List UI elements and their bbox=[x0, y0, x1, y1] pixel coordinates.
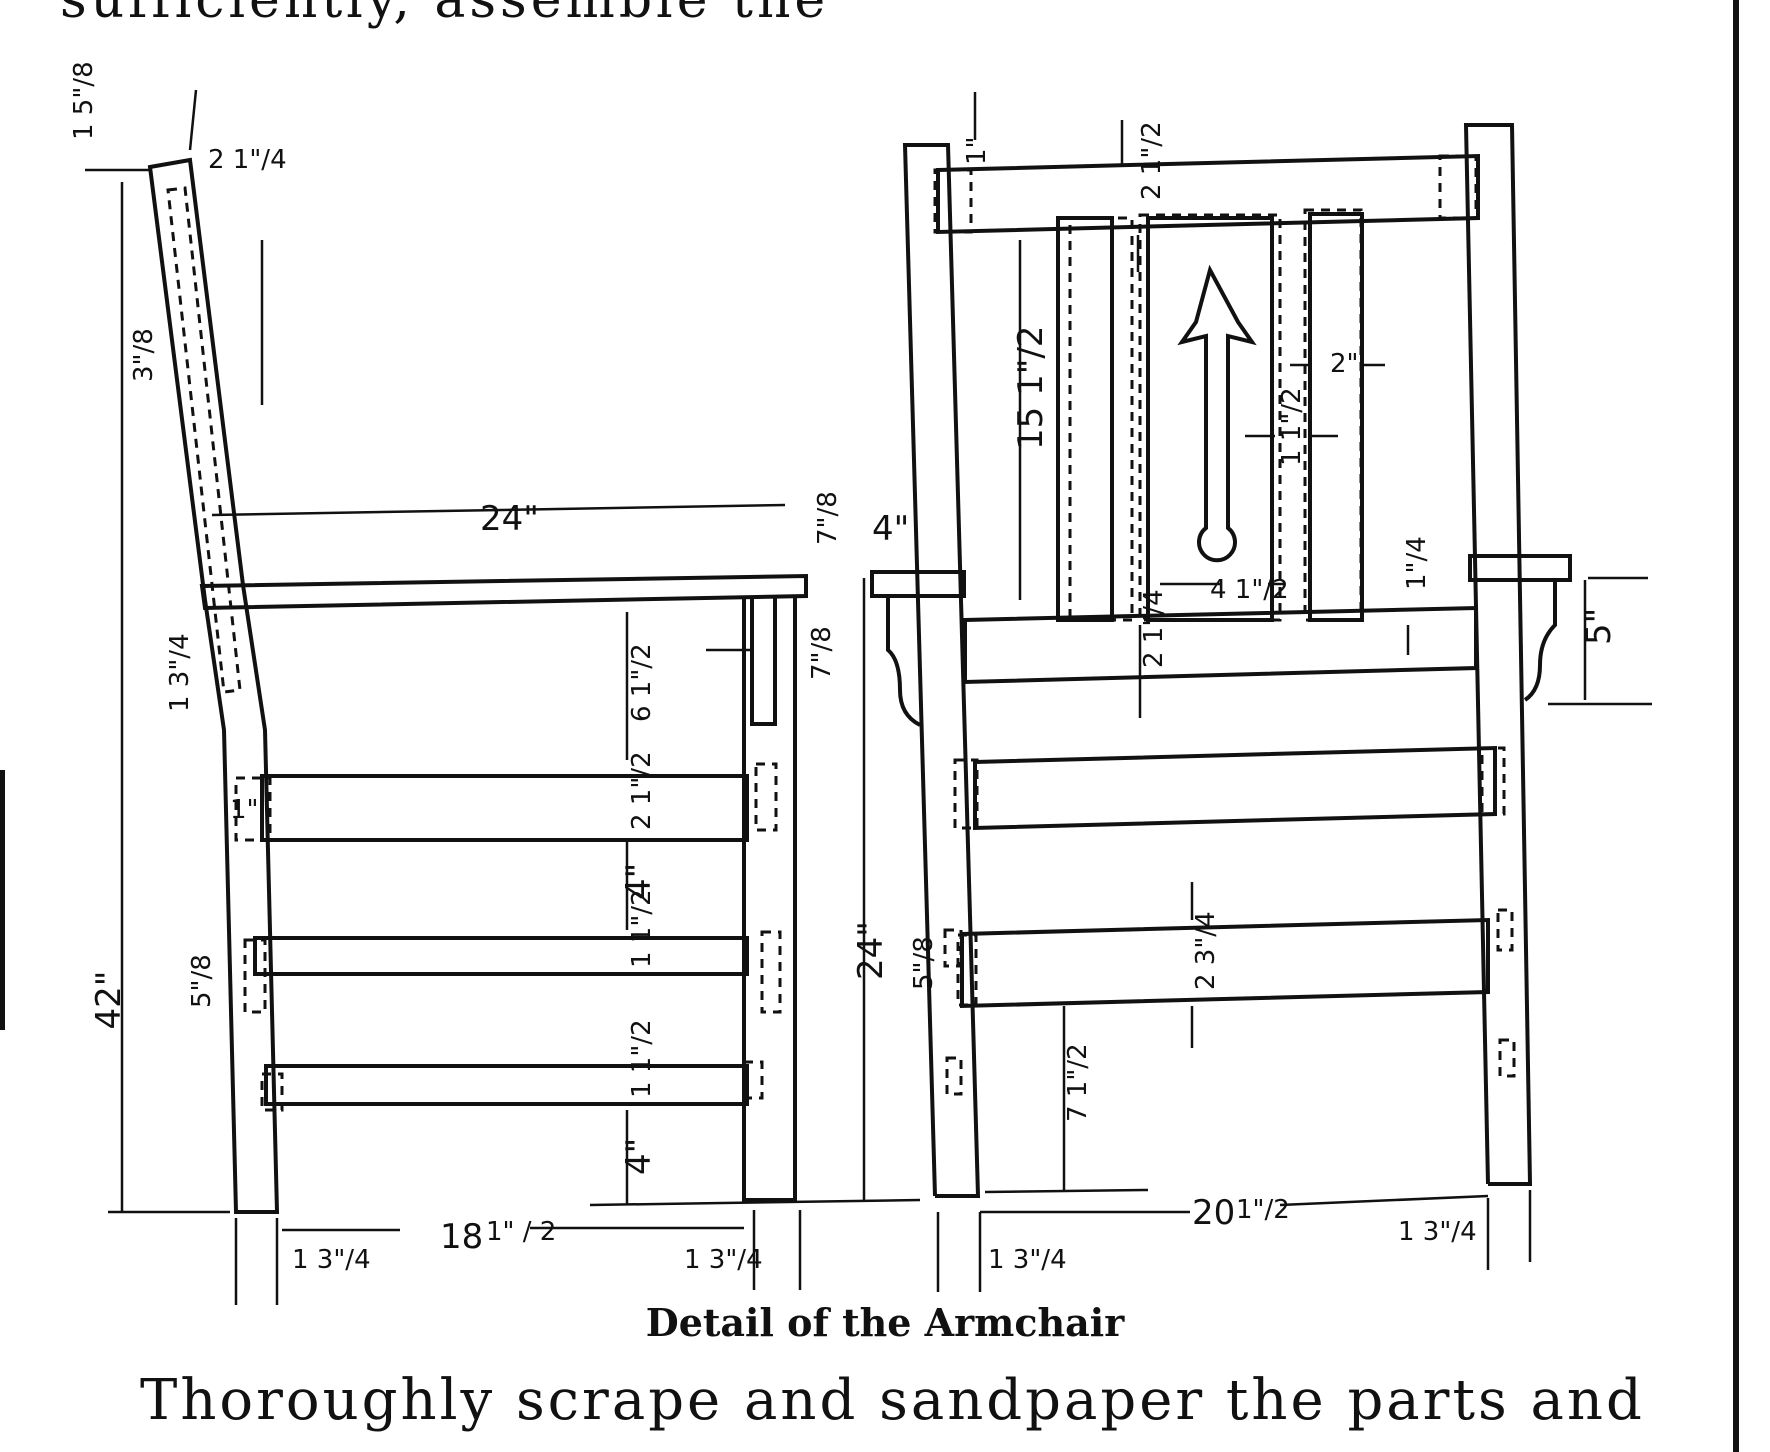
label-side-arm-thickness: 7"/8 bbox=[813, 491, 843, 545]
label-front-top-rail: 2 1"/2 bbox=[1137, 121, 1167, 200]
label-front-leg-left: 1 3"/4 bbox=[988, 1245, 1067, 1275]
tenon-lower-left bbox=[260, 1072, 284, 1112]
front-post-mortise-right bbox=[1498, 1038, 1516, 1078]
front-rail-middle-tenon-left bbox=[953, 758, 979, 830]
label-front-slat-gap: 1"/4 bbox=[1402, 536, 1432, 590]
label-side-arm-tenon: 7"/8 bbox=[807, 626, 837, 680]
label-side-top-rail: 2 1"/2 bbox=[627, 751, 657, 830]
front-top-tenon-left bbox=[933, 168, 973, 234]
label-front-width-whole: 20 bbox=[1192, 1193, 1235, 1233]
slat-1-hidden bbox=[1068, 216, 1134, 622]
label-side-tenon: 1" bbox=[230, 795, 259, 825]
front-arm-left bbox=[870, 570, 966, 598]
label-side-front-leg-left: 1 3"/4 bbox=[292, 1245, 371, 1275]
front-seat-rail bbox=[963, 605, 1478, 685]
label-side-rail-mid: 1 1"/2 bbox=[627, 889, 657, 968]
label-side-overall-height: 42" bbox=[89, 971, 129, 1030]
label-front-slat-spacing: 4 1"/2 bbox=[1210, 575, 1289, 605]
front-left-post bbox=[902, 143, 981, 1198]
side-rail-upper bbox=[260, 774, 749, 842]
label-side-floor-gap: 4" bbox=[619, 1138, 659, 1175]
dim-line-width-right bbox=[1279, 1194, 1489, 1207]
label-front-seat-rail: 2 1"/4 bbox=[1139, 589, 1169, 668]
label-side-back-top-width: 2 1"/4 bbox=[208, 145, 287, 175]
spade-cutout bbox=[1177, 264, 1257, 563]
front-post-mortise-left bbox=[945, 1056, 963, 1096]
front-leg bbox=[742, 598, 797, 1202]
label-side-lower-rail: 1 1"/2 bbox=[627, 1019, 657, 1098]
label-front-leg-right: 1 3"/4 bbox=[1398, 1217, 1477, 1247]
dim-line-top-offset bbox=[188, 89, 198, 151]
label-side-rail-spacing: 4" bbox=[619, 863, 659, 900]
dim-line-floor-front bbox=[984, 1188, 1149, 1194]
label-front-rail-tenon: 5"/8 bbox=[909, 936, 939, 990]
side-rail-lower bbox=[264, 1064, 749, 1106]
bracket-right bbox=[1523, 580, 1557, 702]
label-front-slat-narrow: 1 1"/2 bbox=[1277, 387, 1307, 466]
label-side-seat-depth-frac: 1" / 2 bbox=[486, 1217, 556, 1247]
label-front-top-tenon: 1" bbox=[962, 136, 992, 165]
top-text-fragment: sufficiently, assemble the bbox=[60, 0, 830, 30]
slat-3 bbox=[1308, 212, 1364, 622]
label-front-back-panel-height: 15 1"/2 bbox=[1011, 326, 1051, 450]
label-side-tenon-5-8: 5"/8 bbox=[187, 954, 217, 1008]
slat-center-hidden bbox=[1138, 213, 1282, 622]
label-front-lower-rail: 2 3"/4 bbox=[1191, 911, 1221, 990]
back-post-mortise bbox=[166, 186, 242, 694]
tenon-upper-right bbox=[754, 762, 778, 832]
tenon-middle-right bbox=[760, 930, 782, 1014]
side-arm bbox=[199, 573, 808, 611]
label-side-seat-depth-whole: 18 bbox=[440, 1217, 483, 1257]
side-view bbox=[85, 89, 921, 1305]
back-post bbox=[147, 157, 280, 1214]
front-top-tenon-right bbox=[1438, 154, 1478, 220]
label-front-seat-height: 24" bbox=[851, 921, 891, 980]
tenon-middle-left bbox=[243, 938, 267, 1014]
dim-line-24 bbox=[211, 503, 786, 517]
front-rail-lower-tenon-left bbox=[943, 928, 963, 968]
front-top-rail bbox=[936, 153, 1480, 235]
slat-3-hidden bbox=[1303, 208, 1363, 622]
front-rail-lower-tenon-left-b bbox=[956, 933, 978, 1007]
label-side-arm-to-rail: 6 1"/2 bbox=[627, 643, 657, 722]
tenon-upper-left bbox=[234, 776, 272, 842]
label-side-back-top-thickness: 1 5"/8 bbox=[69, 61, 99, 140]
dim-line-floor-side bbox=[589, 1198, 921, 1207]
label-side-front-leg-right: 1 3"/4 bbox=[684, 1245, 763, 1275]
label-front-arm-overhang: 4" bbox=[872, 509, 909, 549]
label-front-arm-bracket: 5" bbox=[1579, 608, 1619, 645]
label-front-width-frac: 1"/2 bbox=[1236, 1195, 1290, 1225]
bracket-left bbox=[886, 596, 921, 727]
front-rail-middle-tenon-right bbox=[1480, 746, 1506, 816]
label-front-slat-width: 2" bbox=[1330, 349, 1359, 379]
figure-caption: Detail of the Armchair bbox=[645, 1300, 1125, 1345]
arm-tenon bbox=[750, 598, 777, 726]
tenon-lower-right bbox=[742, 1060, 764, 1100]
slat-1 bbox=[1056, 216, 1114, 622]
label-side-back-post-lower: 1 3"/4 bbox=[165, 633, 195, 712]
side-rail-middle bbox=[253, 936, 749, 976]
label-side-arm-length: 24" bbox=[480, 499, 539, 539]
label-side-back-post-3-8: 3"/8 bbox=[129, 328, 159, 382]
front-arm-right bbox=[1468, 554, 1572, 582]
bottom-text: Thoroughly scrape and sandpaper the part… bbox=[140, 1368, 1645, 1433]
front-rail-lower bbox=[960, 917, 1490, 1009]
front-view bbox=[870, 92, 1652, 1292]
front-rail-middle bbox=[973, 745, 1497, 831]
front-right-post bbox=[1463, 123, 1533, 1186]
front-rail-lower-tenon-right bbox=[1496, 908, 1514, 952]
label-front-floor-gap: 7 1"/2 bbox=[1063, 1043, 1093, 1122]
